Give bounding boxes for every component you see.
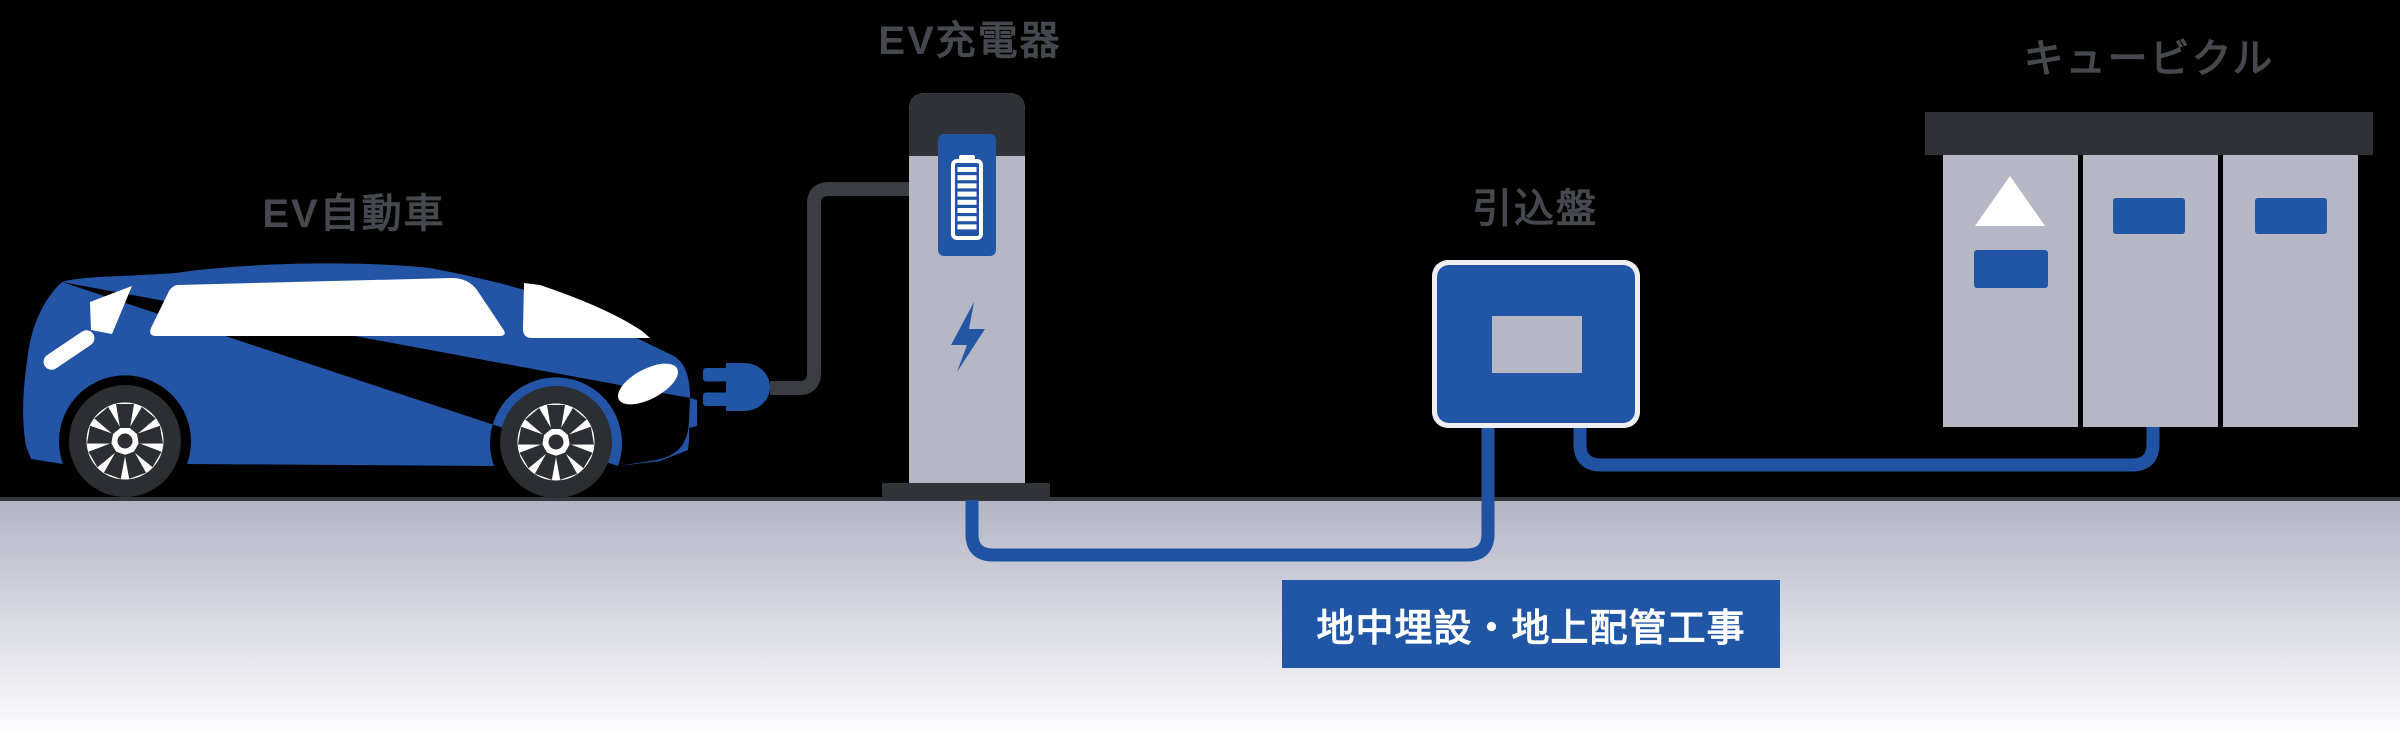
charger-label: EV充電器	[878, 19, 1062, 63]
cubicle-left-vent	[1974, 250, 2048, 288]
car-label: EV自動車	[262, 192, 446, 236]
cubicle-roof	[1925, 112, 2373, 155]
warning-triangle-icon	[1975, 176, 2045, 226]
intake-panel-window	[1492, 316, 1582, 373]
ev-car-icon	[23, 263, 697, 498]
car-windshield	[523, 283, 650, 338]
charging-station-icon	[882, 93, 1050, 500]
cubicle-icon	[1925, 112, 2373, 427]
construction-banner: 地中埋設・地上配管工事	[1282, 580, 1780, 668]
ground-edge-line	[0, 497, 2400, 501]
underground-pipe	[965, 424, 1495, 562]
cubicle-panel-right	[2223, 155, 2358, 427]
car-side-window	[150, 278, 505, 336]
cubicle-middle-vent	[2113, 198, 2185, 234]
above-ground-pipe	[1573, 424, 2160, 472]
charging-cable	[770, 182, 911, 395]
car-quarter-window	[90, 286, 132, 334]
charging-plug-icon	[703, 363, 770, 411]
car-rear-light	[43, 330, 95, 370]
car-rear-wheel	[69, 385, 181, 497]
charger-base	[882, 483, 1050, 500]
ground-surface	[0, 500, 2400, 730]
lightning-bolt-icon	[951, 302, 985, 372]
cubicle-panel-middle	[2083, 155, 2218, 427]
intake-panel-icon	[1432, 260, 1640, 428]
battery-icon	[951, 155, 983, 240]
intake-panel-label: 引込盤	[1472, 187, 1598, 231]
construction-banner-text: 地中埋設・地上配管工事	[1316, 607, 1746, 650]
cubicle-label: キュービクル	[2023, 37, 2275, 81]
car-headlight	[618, 363, 678, 405]
car-front-wheel	[500, 386, 612, 498]
cubicle-right-vent	[2255, 198, 2327, 234]
